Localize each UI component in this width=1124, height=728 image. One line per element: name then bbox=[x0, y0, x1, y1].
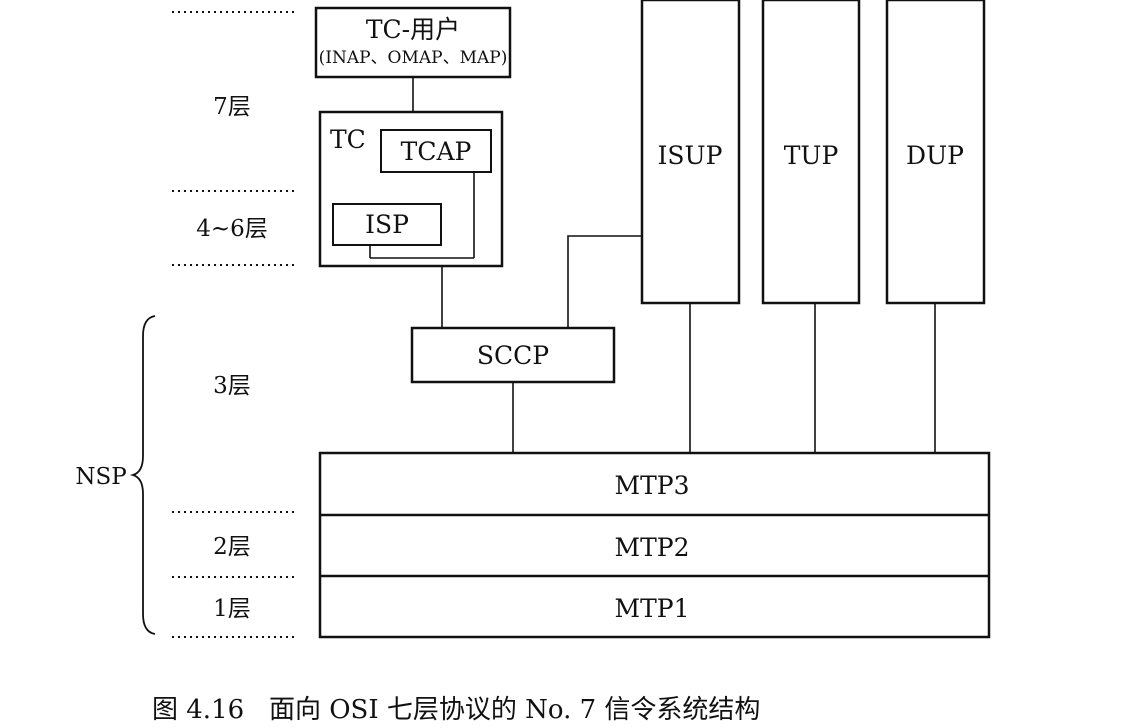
layer-3-label: 3层 bbox=[213, 373, 251, 399]
nsp-label: NSP bbox=[75, 464, 126, 490]
mtp2-label: MTP2 bbox=[615, 533, 690, 562]
layer-7-label: 7层 bbox=[213, 94, 251, 120]
tcap-box bbox=[380, 129, 492, 173]
nsp-brace bbox=[129, 315, 156, 635]
layer-1-label: 1层 bbox=[213, 596, 251, 622]
sccp-box bbox=[410, 326, 616, 384]
isup-label: ISUP bbox=[658, 141, 723, 170]
tup-label: TUP bbox=[784, 141, 839, 170]
mtp-stack-frame bbox=[318, 451, 991, 639]
tc-label: TC bbox=[330, 125, 366, 154]
tc-user-box bbox=[314, 6, 512, 79]
mtp1-label: MTP1 bbox=[615, 594, 690, 623]
dup-box bbox=[885, 0, 986, 305]
tcap-label: TCAP bbox=[401, 137, 472, 166]
figure-caption: 图 4.16 面向 OSI 七层协议的 No. 7 信令系统结构 bbox=[152, 695, 760, 725]
isp-box bbox=[332, 203, 442, 246]
layer-4-6-label: 4~6层 bbox=[196, 216, 268, 242]
isp-label: ISP bbox=[365, 210, 409, 239]
tup-box bbox=[761, 0, 861, 305]
tc-user-label: TC-用户 bbox=[366, 15, 460, 44]
tc-user-sub-label: (INAP、OMAP、MAP) bbox=[319, 48, 508, 68]
mtp3-label: MTP3 bbox=[615, 471, 690, 500]
layer-2-label: 2层 bbox=[213, 534, 251, 560]
dup-label: DUP bbox=[906, 141, 964, 170]
connector-sccp-isup bbox=[567, 235, 642, 328]
sccp-label: SCCP bbox=[477, 341, 549, 370]
